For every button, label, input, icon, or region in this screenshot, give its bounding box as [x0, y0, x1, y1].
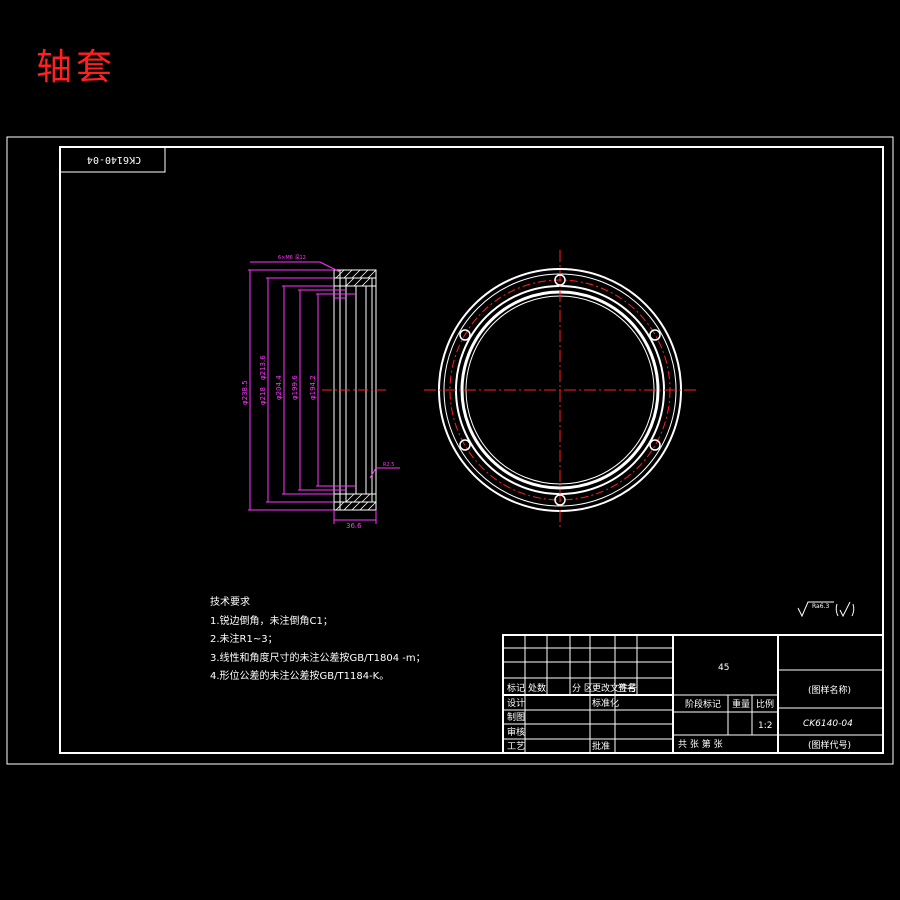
standardize-label: 标准化 — [592, 697, 619, 709]
dim-d6: φ194.2 — [309, 375, 317, 400]
roughness-main: Ra6.3 — [812, 603, 829, 610]
dim-d1: φ238.5 — [241, 380, 249, 405]
scale-value: 1:2 — [758, 721, 772, 731]
dim-d5: φ199.6 — [291, 375, 299, 400]
sheet-label: 共 张 第 张 — [678, 738, 723, 750]
rev-label-3: 更改文件号 — [592, 682, 637, 694]
front-view — [424, 250, 698, 530]
check-label: 审核 — [507, 726, 525, 738]
code-box-frame — [59, 146, 166, 173]
rev-label-2: 分 区 — [572, 683, 593, 694]
tech-item-3: 3.线性和角度尺寸的未注公差按GB/T1804 -m； — [210, 652, 426, 664]
rev-label-4: 签名 — [618, 682, 636, 694]
rev-label-1: 处数 — [528, 682, 546, 694]
bolt-holes — [459, 274, 661, 506]
scale-label: 比例 — [756, 698, 774, 710]
design-label: 设计 — [507, 697, 525, 709]
rev-label-0: 标记 — [507, 682, 525, 694]
inner-frame — [59, 146, 884, 754]
approve-label: 批准 — [592, 740, 610, 752]
drawing-code-mirrored: CK6140-04 — [86, 154, 142, 166]
dim-width: 36.6 — [346, 522, 362, 530]
dim-chamfer: R2.5 — [383, 462, 394, 468]
material-text: 45 — [718, 663, 729, 673]
tech-item-1: 1.锐边倒角，未注倒角C1； — [210, 615, 333, 627]
dim-d3: φ213.6 — [259, 355, 267, 380]
dim-top-callout: 6×M6 深12 — [278, 254, 306, 261]
title-block-texts: 45 标记 处数 分 区 更改文件号 签名 设计 标准化 制图 审核 工艺 批准… — [507, 663, 853, 752]
section-dimensions — [248, 261, 400, 524]
dim-d4: φ204.4 — [275, 375, 283, 400]
process-label: 工艺 — [507, 741, 525, 752]
tech-item-2: 2.未注R1~3； — [210, 634, 278, 645]
tech-heading: 技术要求 — [210, 597, 250, 608]
technical-requirements: 技术要求 1.锐边倒角，未注倒角C1； 2.未注R1~3； 3.线性和角度尺寸的… — [210, 594, 426, 687]
dimension-texts: φ238.5 φ218 φ213.6 φ204.4 φ199.6 φ194.2 … — [241, 254, 394, 530]
outer-frame — [6, 136, 894, 765]
section-view — [322, 269, 388, 511]
title-block — [502, 634, 884, 754]
drawing-name-label: (图样名称) — [808, 684, 851, 696]
roughness-symbol — [797, 601, 855, 618]
weight-label: 重量 — [732, 698, 750, 710]
drawing-title: 轴套 — [36, 47, 117, 88]
stage-label: 阶段标记 — [685, 698, 721, 710]
drawing-number-value: CK6140-04 — [803, 719, 853, 729]
tech-item-4: 4.形位公差的未注公差按GB/T1184-K。 — [210, 671, 390, 682]
draw-label: 制图 — [507, 711, 525, 723]
drawing-number-label: (图样代号) — [808, 739, 851, 751]
dim-d2: φ218 — [259, 387, 267, 405]
